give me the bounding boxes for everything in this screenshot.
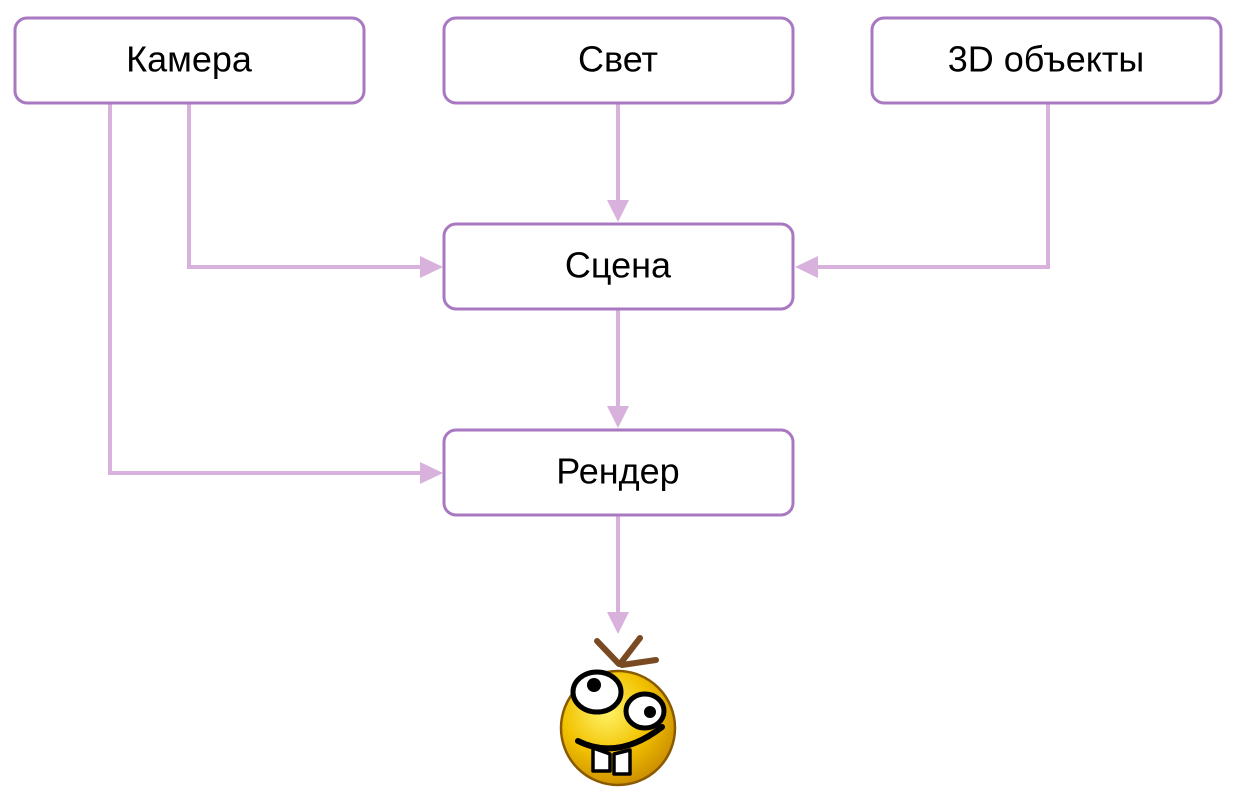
node-render-label: Рендер (556, 451, 679, 492)
arrowhead-render-left (420, 462, 443, 484)
goofy-smiley-icon (559, 635, 677, 787)
node-light-label: Свет (578, 39, 658, 80)
arrowhead-scene-left (420, 256, 443, 278)
node-camera: Камера (13, 16, 366, 105)
edge-camera-to-scene (187, 104, 420, 269)
node-light: Свет (442, 16, 795, 105)
arrowhead-scene-right (795, 256, 818, 278)
node-3d-objects-label: 3D объекты (948, 39, 1145, 80)
node-scene-label: Сцена (565, 245, 672, 286)
node-scene: Сцена (442, 222, 795, 311)
edge-objects-to-scene (818, 104, 1050, 269)
arrowhead-render-top (607, 406, 629, 428)
node-render: Рендер (442, 428, 795, 517)
edge-camera-to-render (108, 104, 420, 475)
node-camera-label: Камера (126, 39, 253, 80)
arrowhead-result-top (607, 612, 629, 634)
node-3d-objects: 3D объекты (870, 16, 1223, 105)
arrowhead-scene-top (607, 200, 629, 222)
edges (108, 104, 1050, 634)
